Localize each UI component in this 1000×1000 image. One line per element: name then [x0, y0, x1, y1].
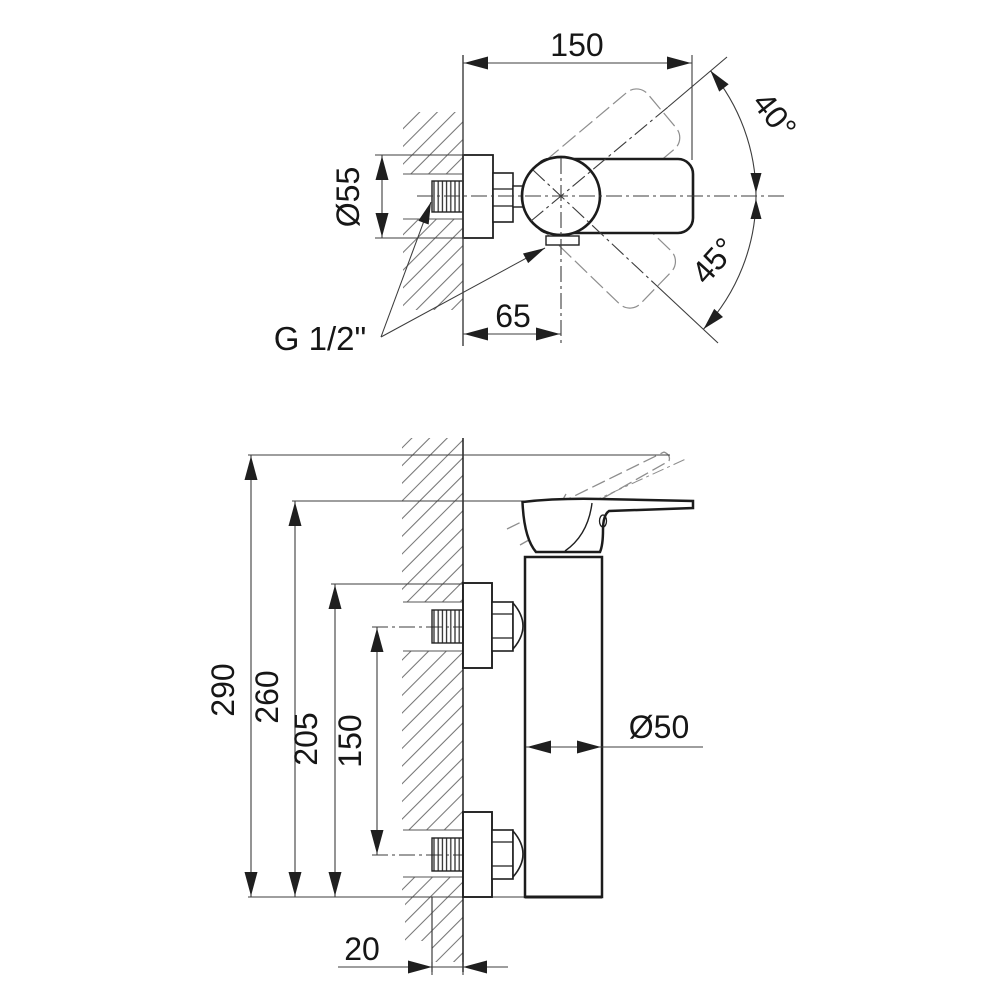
dim-55-arrows [375, 156, 389, 237]
leader-arrows [418, 202, 545, 264]
dim-label-port-spacing: 150 [332, 714, 368, 767]
dim-label-body-diameter: Ø50 [629, 709, 689, 745]
dim-label-body-height: 205 [288, 712, 324, 765]
dim-label-overall-height: 290 [205, 663, 241, 716]
dim-65-arrows [464, 327, 560, 341]
side-wall-hatch [402, 438, 464, 972]
dim-label-wall-thickness: 20 [344, 931, 380, 967]
lower-connector [431, 811, 524, 898]
dim-150-arrows [464, 56, 691, 70]
side-dim-arrows [244, 456, 601, 974]
dimension-plan-width [462, 55, 693, 346]
dim-label-lever-height: 260 [249, 670, 285, 723]
lever-front-curve [564, 502, 593, 552]
lever-handle-side [521, 497, 695, 554]
lever-pivot-detail [598, 514, 608, 528]
plan-wall-hatch [403, 112, 463, 310]
thread-size-label: G 1/2" [274, 320, 366, 357]
dim-label-wall-offset: 65 [495, 298, 531, 334]
side-view: 290 260 205 150 Ø50 20 [205, 438, 703, 975]
dim-label-plate-diameter: Ø55 [330, 167, 366, 227]
upper-connector [431, 582, 524, 669]
outlet-port-plan [545, 235, 580, 246]
leader-thread-label [380, 201, 546, 338]
mixer-body-side [523, 555, 604, 899]
dim-label-plan-width: 150 [550, 27, 603, 63]
plan-view: 150 Ø55 65 40° 45° G 1/2" [274, 27, 804, 357]
angle-arc-arrows [703, 70, 762, 329]
plan-centerlines [417, 56, 788, 346]
side-dimension-lines [250, 455, 703, 975]
